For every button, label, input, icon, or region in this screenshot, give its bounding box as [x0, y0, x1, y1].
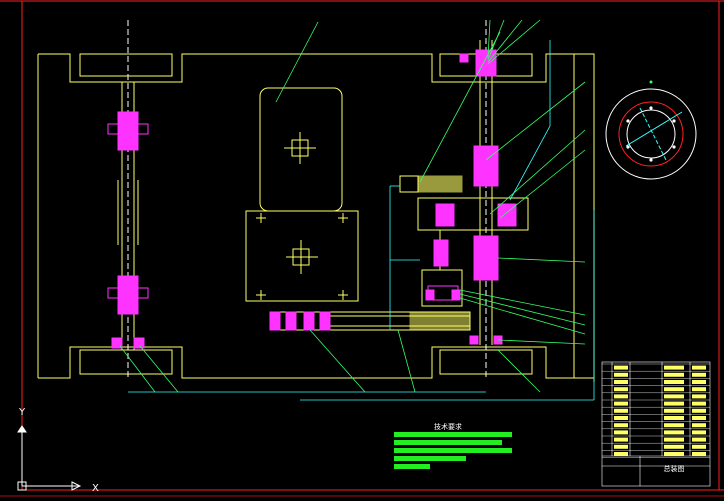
parts-list-cell-mark — [692, 394, 706, 399]
parts-list-cell-mark — [614, 365, 628, 370]
notes-line-4 — [394, 456, 466, 461]
parts-list-cell-mark — [614, 401, 628, 406]
parts-list-cell-mark — [664, 372, 684, 377]
parts-list-cell-mark — [692, 423, 706, 428]
parts-list-cell-mark — [664, 408, 684, 413]
parts-list-cell-mark — [692, 372, 706, 377]
parts-list-cell-mark — [664, 387, 684, 392]
notes-line-1 — [394, 432, 512, 437]
dimension-lines — [128, 40, 595, 401]
parts-list-cell-mark — [614, 372, 628, 377]
parts-list-cell-mark — [664, 380, 684, 384]
parts-list-cell-mark — [664, 365, 684, 370]
parts-list-cell-mark — [614, 416, 628, 420]
flange-detail-view — [605, 80, 697, 180]
parts-list-cell-mark — [614, 423, 628, 428]
title-block — [601, 361, 711, 487]
parts-list-cell-mark — [692, 444, 706, 449]
leader-lines — [119, 19, 586, 393]
parts-list-rows — [602, 363, 710, 458]
right-shaft-gears — [459, 49, 503, 345]
gearbox — [399, 175, 529, 307]
parts-list-cell-mark — [664, 437, 684, 442]
parts-list-cell-mark — [664, 394, 684, 399]
parts-list-cell-mark — [614, 437, 628, 442]
parts-list-cell-mark — [692, 380, 706, 384]
parts-list-cell-mark — [614, 387, 628, 392]
parts-list-cell-mark — [692, 452, 706, 456]
notes-line-2 — [394, 440, 502, 445]
ucs-icon — [17, 425, 82, 491]
parts-list-cell-mark — [664, 416, 684, 420]
parts-list-cell-mark — [692, 365, 706, 370]
gearbox-parts — [425, 203, 517, 301]
parts-list-cell-mark — [692, 401, 706, 406]
parts-list-cell-mark — [692, 387, 706, 392]
parts-list-cell-mark — [664, 444, 684, 449]
drive-shaft — [269, 311, 471, 331]
parts-list-cell-mark — [614, 430, 628, 435]
parts-list-cell-mark — [692, 416, 706, 420]
technical-notes: 技术要求 — [394, 422, 512, 469]
parts-list-cell-mark — [614, 444, 628, 449]
notes-line-3 — [394, 448, 512, 453]
notes-line-5 — [394, 464, 430, 469]
parts-list-cell-mark — [692, 437, 706, 442]
ucs-y-label: Y — [18, 407, 26, 418]
motor-housing — [245, 87, 359, 302]
parts-list-cell-mark — [614, 394, 628, 399]
notes-heading: 技术要求 — [434, 422, 462, 431]
parts-list-cell-mark — [664, 401, 684, 406]
parts-list-cell-mark — [692, 408, 706, 413]
parts-list-cell-mark — [614, 408, 628, 413]
ucs-x-label: X — [92, 483, 99, 494]
left-shaft-bearings — [107, 111, 149, 349]
parts-list-cell-mark — [692, 430, 706, 435]
drive-shaft-couplings — [269, 311, 331, 331]
parts-list-cell-mark — [664, 423, 684, 428]
parts-list-cell-mark — [614, 380, 628, 384]
parts-list-cell-mark — [614, 452, 628, 456]
title-block-name: 总装图 — [664, 464, 685, 473]
parts-list-cell-mark — [664, 452, 684, 456]
parts-list-cell-mark — [664, 430, 684, 435]
